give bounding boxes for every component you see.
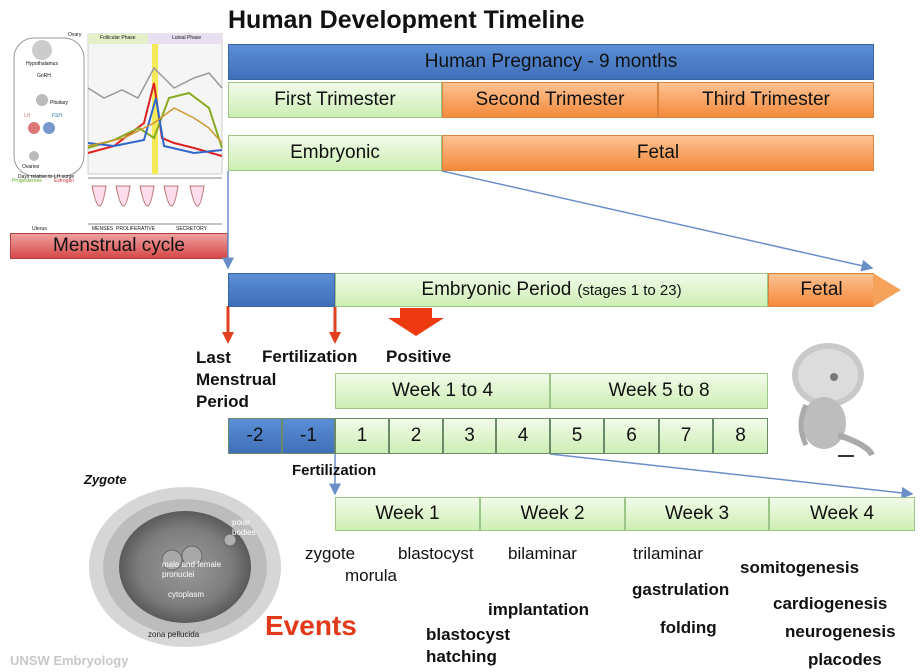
embryonic-period-stages: (stages 1 to 23): [577, 281, 682, 299]
embryonic-period-bar: Embryonic Period (stages 1 to 23): [335, 273, 768, 307]
week-5-to-8-label: Week 5 to 8: [608, 380, 710, 401]
embryonic-bar: Embryonic: [228, 135, 442, 171]
follicular-phase-label: Follicular Phase: [100, 35, 136, 41]
event-neurogenesis: neurogenesis: [785, 622, 896, 641]
week-1-label: Week 1: [375, 503, 440, 524]
week-1-to-4-bar: Week 1 to 4: [335, 373, 550, 409]
ovaries-label: Ovaries: [22, 164, 40, 170]
week-cell: -1: [282, 418, 335, 454]
week-4-bar: Week 4: [769, 497, 915, 531]
estrogen-label: Estrogen: [54, 178, 75, 184]
week-1-to-4-label: Week 1 to 4: [391, 380, 494, 401]
zygote-graphic: [89, 487, 281, 647]
events-title: Events: [265, 610, 357, 641]
polar-bodies-label: polar bodies: [232, 518, 256, 537]
lmp-label: Last Menstrual Period: [196, 348, 277, 411]
fetal-period-label: Fetal: [800, 279, 843, 300]
week-4-label: Week 4: [809, 503, 875, 524]
week-2-label: Week 2: [520, 503, 585, 524]
progesterone-label: Progesterone: [12, 178, 43, 184]
menstrual-chart-graphic: [13, 33, 223, 225]
zona-pellucida-label: zona pellucida: [148, 630, 200, 639]
second-trimester-label: Second Trimester: [475, 89, 625, 110]
week-5-to-8-bar: Week 5 to 8: [550, 373, 768, 409]
fetal-bar: Fetal: [442, 135, 874, 171]
event-bilaminar: bilaminar: [508, 544, 577, 563]
week-cell: 7: [659, 418, 713, 454]
page-title: Human Development Timeline: [228, 6, 585, 34]
second-trimester-bar: Second Trimester: [442, 82, 658, 118]
week-cell: 6: [604, 418, 659, 454]
pronuclei-label: male and female pronuclei: [162, 560, 222, 579]
menstrual-cycle-label: Menstrual cycle: [53, 235, 185, 256]
ovary-label: Ovary: [68, 32, 82, 38]
week-3-label: Week 3: [664, 503, 730, 524]
secretory-label: SECRETORY: [176, 226, 207, 232]
week-cell: 8: [713, 418, 768, 454]
lh-label: LH: [24, 113, 31, 119]
gnrh-label: GnRH: [37, 73, 51, 79]
week-2-bar: Week 2: [480, 497, 625, 531]
menstrual-chart: Ovary Follicular Phase Luteal Phase Hypo…: [4, 28, 226, 234]
third-trimester-label: Third Trimester: [702, 89, 830, 110]
luteal-phase-label: Luteal Phase: [172, 35, 202, 41]
week-cell: 4: [496, 418, 550, 454]
pregnancy-label: Human Pregnancy - 9 months: [424, 51, 678, 72]
positive-marker-label: Positive: [386, 347, 452, 366]
event-zygote: zygote: [305, 544, 356, 563]
event-blastocyst: blastocyst: [398, 544, 474, 563]
menstrual-cycle-bar: Menstrual cycle: [10, 233, 228, 259]
event-implantation: implantation: [488, 600, 590, 619]
uterus-label: Uterus: [32, 226, 47, 232]
event-blastocyst-hatching: blastocyst hatching: [426, 625, 511, 666]
fertilization-marker-label: Fertilization: [262, 347, 358, 366]
zygote-image: Zygote polar bodies male and female pron…: [80, 472, 290, 652]
credit-label: UNSW Embryology: [10, 653, 129, 668]
fsh-label: FSH: [52, 113, 62, 119]
zygote-title: Zygote: [84, 472, 127, 487]
week-cell: -2: [228, 418, 282, 454]
fetal-label: Fetal: [636, 142, 680, 163]
week-1-bar: Week 1: [335, 497, 480, 531]
fetal-period-bar: Fetal: [768, 273, 874, 307]
menses-label: MENSES: [92, 226, 114, 232]
event-gastrulation: gastrulation: [632, 580, 730, 599]
event-placodes: placodes: [808, 650, 882, 669]
week-cell: 5: [550, 418, 604, 454]
fertilization-week-label: Fertilization: [292, 462, 377, 479]
proliferative-label: PROLIFERATIVE: [116, 226, 156, 232]
first-trimester-label: First Trimester: [274, 89, 396, 110]
days-row-label: Days relative to LH surge: [18, 174, 75, 180]
cytoplasm-label: cytoplasm: [168, 590, 205, 599]
week-cell: 3: [443, 418, 496, 454]
embryonic-label: Embryonic: [290, 142, 380, 163]
hypothalamus-label: Hypothalamus: [26, 61, 58, 67]
fetus-image: [792, 343, 875, 457]
pre-fertilization-bar: [228, 273, 335, 307]
third-trimester-bar: Third Trimester: [658, 82, 874, 118]
event-somitogenesis: somitogenesis: [740, 558, 860, 577]
week-3-bar: Week 3: [625, 497, 769, 531]
event-folding: folding: [660, 618, 717, 637]
pituitary-label: Pituitary: [50, 100, 69, 106]
event-trilaminar: trilaminar: [633, 544, 703, 563]
fetal-arrow-head: [873, 273, 901, 307]
first-trimester-bar: First Trimester: [228, 82, 442, 118]
embryonic-period-label: Embryonic Period: [421, 279, 572, 300]
week-cell: 1: [335, 418, 389, 454]
event-cardiogenesis: cardiogenesis: [773, 594, 888, 613]
pregnancy-bar: Human Pregnancy - 9 months: [228, 44, 874, 80]
week-cell: 2: [389, 418, 443, 454]
event-morula: morula: [345, 566, 397, 585]
